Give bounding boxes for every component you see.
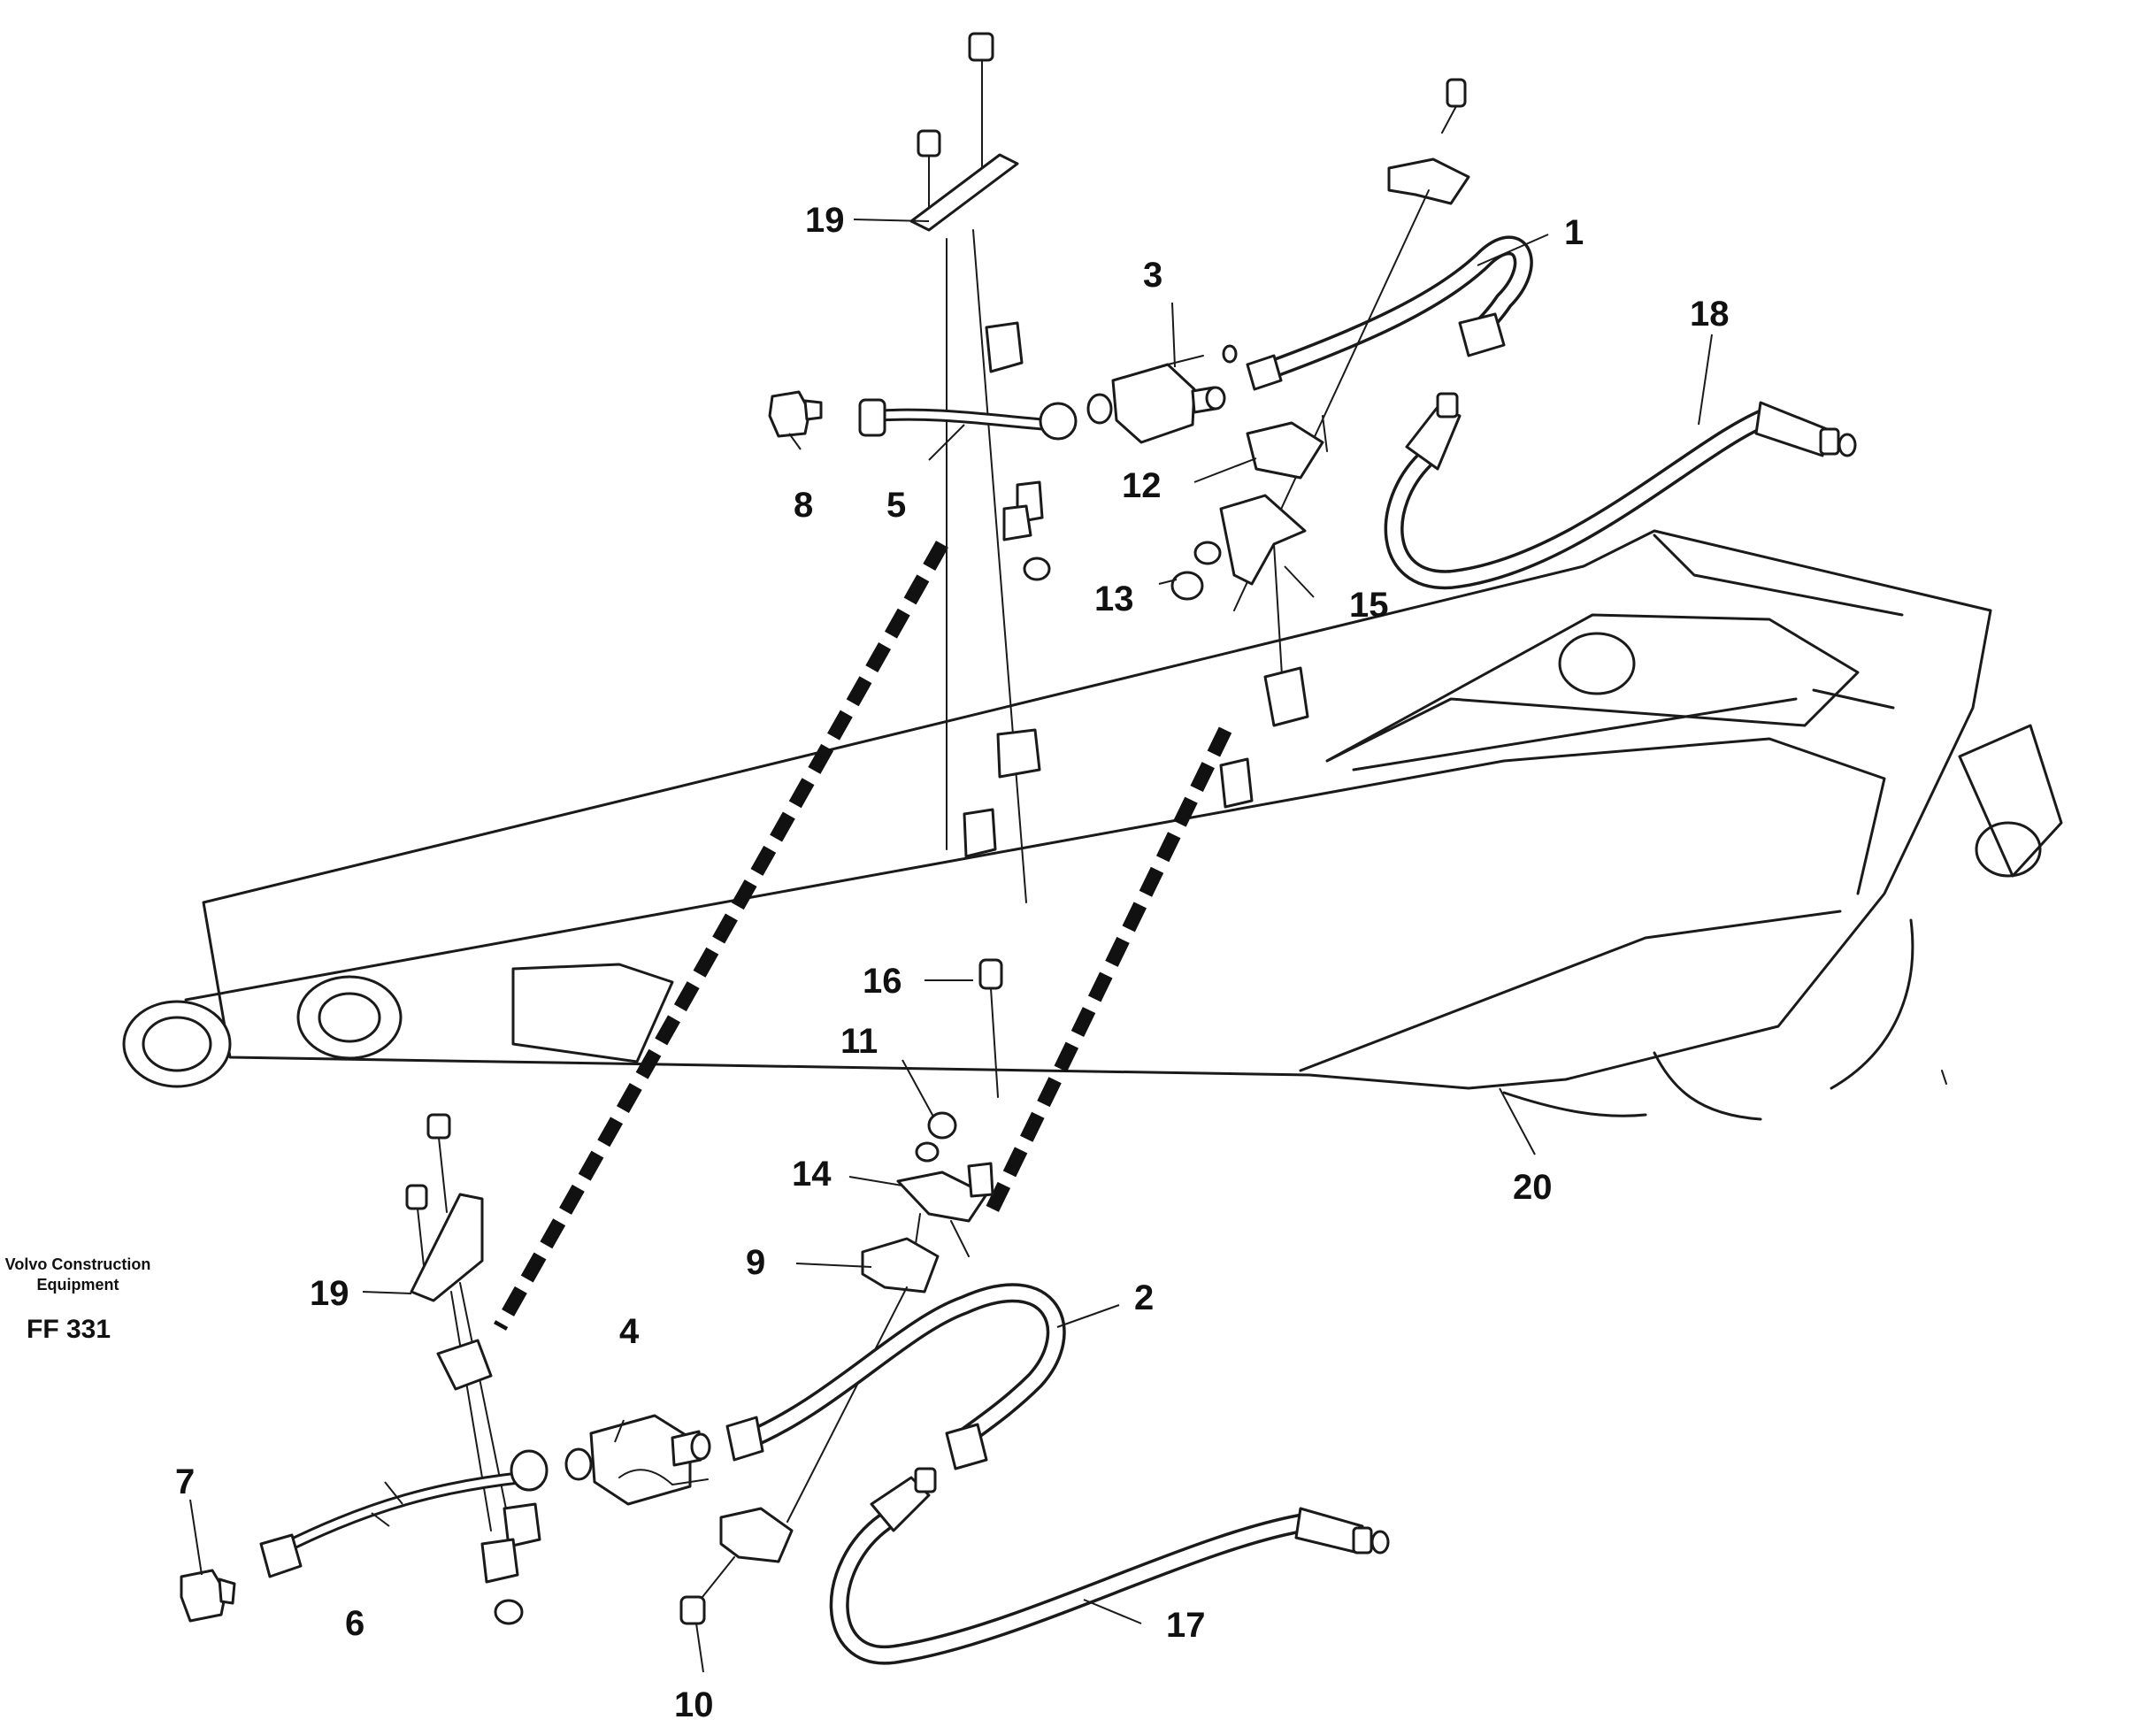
callout-9: 9 — [746, 1243, 765, 1282]
callout-12: 12 — [1122, 466, 1162, 505]
plug-8 — [768, 390, 823, 438]
manufacturer-line-1: Volvo Construction — [5, 1255, 151, 1273]
callout-16: 16 — [863, 962, 902, 1001]
pipe-5 — [858, 398, 1078, 441]
dipper-arm — [122, 529, 2063, 1121]
callout-7: 7 — [175, 1462, 195, 1501]
clamp-9 — [786, 1237, 940, 1523]
nut-13 — [1170, 541, 1222, 601]
hose-1 — [1246, 235, 1533, 391]
callout-2: 2 — [1134, 1278, 1154, 1317]
plug-7 — [180, 1569, 236, 1623]
callout-3: 3 — [1143, 256, 1162, 295]
bolt-10 — [679, 1507, 794, 1625]
callout-17: 17 — [1166, 1606, 1206, 1645]
clamp-plate-19-lower — [405, 1113, 541, 1625]
callout-18: 18 — [1690, 295, 1730, 334]
valve-3 — [1086, 344, 1238, 444]
clamp-12 — [1246, 415, 1328, 480]
callout-14: 14 — [792, 1155, 832, 1194]
callout-20: 20 — [1513, 1168, 1553, 1207]
callout-6: 6 — [345, 1604, 364, 1643]
clamp-bolt-upper-right — [1233, 78, 1470, 611]
callout-13: 13 — [1094, 580, 1134, 618]
hose-18 — [1384, 392, 1857, 590]
valve-4 — [564, 1414, 711, 1506]
alignment-dashed-lines — [494, 541, 1232, 1331]
hose-17 — [829, 1467, 1390, 1665]
callout-15: 15 — [1349, 586, 1389, 625]
leader-lines — [189, 219, 1713, 1673]
callout-5: 5 — [886, 486, 906, 525]
callout-11: 11 — [840, 1022, 878, 1061]
callout-1: 1 — [1564, 213, 1584, 252]
callout-19-lower: 19 — [310, 1274, 349, 1313]
callout-10: 10 — [674, 1685, 714, 1724]
manufacturer-line-2: Equipment — [37, 1276, 119, 1294]
callout-4: 4 — [619, 1312, 640, 1351]
callout-labels: 19 3 1 18 8 5 12 13 15 16 11 20 14 9 2 1… — [175, 201, 1730, 1724]
drawing-caption: Volvo Construction Equipment FF 331 — [5, 1255, 151, 1344]
drawing-code: FF 331 — [27, 1315, 111, 1344]
nut-11 — [915, 1111, 957, 1163]
callout-8: 8 — [794, 486, 813, 525]
bolt-16 — [978, 958, 1003, 1098]
bracket-15 — [1219, 494, 1309, 809]
hose-2 — [725, 1283, 1066, 1470]
callout-19-upper: 19 — [805, 201, 845, 240]
clamp-plate-19-upper — [909, 32, 1051, 903]
pipe-6 — [259, 1449, 549, 1578]
